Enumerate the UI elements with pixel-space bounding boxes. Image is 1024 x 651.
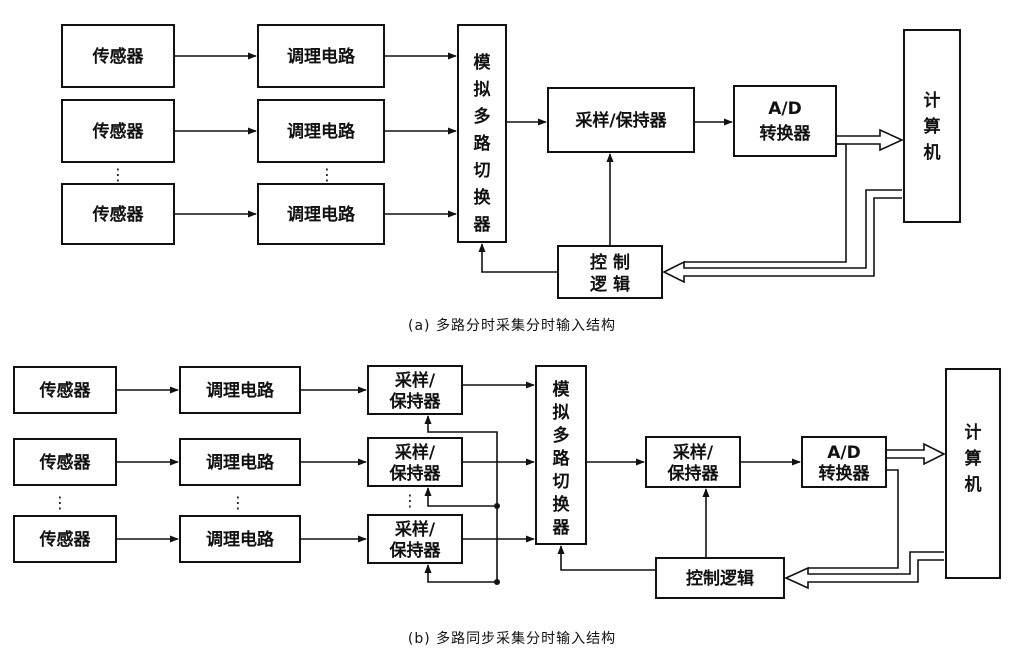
conditioner-a-3-label: 调理电路 <box>287 204 356 225</box>
junction-b-1 <box>494 503 500 509</box>
mux-b-char-6: 换 <box>553 494 571 515</box>
adc-b: A/D 转换器 <box>801 436 887 488</box>
computer-a: 计 算 机 <box>903 29 961 223</box>
computer-a-char-2: 算 <box>923 116 941 137</box>
control-logic-b: 控制逻辑 <box>655 557 785 599</box>
bus-arrow-a-computer-ctrl <box>662 189 902 284</box>
ctrl-line-b-sh2 <box>424 487 497 507</box>
sensor-b-3-label: 传感器 <box>39 529 92 550</box>
bus-arrow-b-adc-computer <box>886 442 946 466</box>
conditioner-b-2: 调理电路 <box>179 438 301 486</box>
ellipsis-b-conditioner: ⋮ <box>230 493 246 512</box>
control-logic-a: 控 制 逻 辑 <box>557 245 663 299</box>
adc-a: A/D 转换器 <box>733 85 837 157</box>
arrow-a-ctrl-mux <box>478 243 558 273</box>
ctrl-line-b-sh3 <box>424 564 497 583</box>
conditioner-a-3: 调理电路 <box>257 183 385 245</box>
bus-arrow-a-adc-computer <box>836 128 904 152</box>
mux-a-char-4: 路 <box>474 133 492 154</box>
sensor-a-3: 传感器 <box>61 183 175 245</box>
computer-b-char-2: 算 <box>964 448 982 469</box>
mux-a-char-1: 模 <box>474 52 492 73</box>
mux-a: 模 拟 多 路 切 换 器 <box>457 24 507 243</box>
sample-hold-b-2-line1: 采样/ <box>394 442 436 463</box>
conditioner-b-1-label: 调理电路 <box>206 380 275 401</box>
mux-b-char-7: 器 <box>552 518 571 538</box>
conditioner-a-1-label: 调理电路 <box>287 46 356 67</box>
ellipsis-a-sensor: ⋮ <box>110 165 126 184</box>
sensor-b-1: 传感器 <box>13 366 117 414</box>
diagram-b: 传感器 传感器 传感器 ⋮ 调理电路 调理电路 调理电路 ⋮ <box>13 365 1001 647</box>
conditioner-b-2-label: 调理电路 <box>206 452 275 473</box>
computer-a-char-1: 计 <box>924 90 941 111</box>
sample-hold-b-3-line2: 保持器 <box>389 540 442 561</box>
adc-b-line1: A/D <box>827 443 860 463</box>
control-logic-a-line1: 控 制 <box>590 252 630 273</box>
mux-a-char-2: 拟 <box>474 79 491 100</box>
ellipsis-b-sensor: ⋮ <box>52 493 68 512</box>
line-a-adc-status <box>684 143 847 263</box>
caption-b: (b) 多路同步采集分时输入结构 <box>408 630 616 647</box>
diagram-a: 传感器 传感器 传感器 ⋮ 调理电路 调理电路 调理电路 ⋮ <box>61 24 961 334</box>
caption-a: (a) 多路分时采集分时输入结构 <box>408 317 616 334</box>
computer-b: 计 算 机 <box>945 368 1001 579</box>
adc-a-line2: 转换器 <box>760 123 812 144</box>
mux-a-char-3: 多 <box>474 106 491 127</box>
mux-a-char-6: 换 <box>474 187 492 208</box>
sensor-b-3: 传感器 <box>13 515 117 563</box>
sensor-a-1-label: 传感器 <box>92 46 145 67</box>
line-b-adc-status <box>808 469 899 569</box>
adc-a-line1: A/D <box>768 99 801 119</box>
junction-b-2 <box>494 579 500 585</box>
conditioner-b-3: 调理电路 <box>179 515 301 563</box>
conditioner-b-1: 调理电路 <box>179 366 301 414</box>
mux-b-char-5: 切 <box>553 472 570 492</box>
computer-a-char-3: 机 <box>924 142 941 163</box>
sensor-a-2-label: 传感器 <box>92 121 145 142</box>
sensor-b-2-label: 传感器 <box>39 452 92 473</box>
mux-a-char-5: 切 <box>474 161 491 181</box>
sample-hold-b-main-line2: 保持器 <box>667 463 720 484</box>
sensor-a-1: 传感器 <box>61 24 175 88</box>
mux-b-char-3: 多 <box>553 425 570 446</box>
sensor-b-2: 传感器 <box>13 438 117 486</box>
sample-hold-b-2: 采样/ 保持器 <box>367 437 463 487</box>
adc-b-line2: 转换器 <box>819 463 871 484</box>
conditioner-a-2-label: 调理电路 <box>287 121 356 142</box>
conditioner-a-2: 调理电路 <box>257 99 385 163</box>
mux-b-char-4: 路 <box>553 448 571 469</box>
conditioner-a-1: 调理电路 <box>257 24 385 88</box>
bus-arrow-b-computer-ctrl <box>784 551 944 590</box>
mux-b-char-1: 模 <box>553 379 571 400</box>
sample-hold-b-1-line1: 采样/ <box>394 370 436 391</box>
sample-hold-b-main-line1: 采样/ <box>672 442 714 463</box>
sample-hold-a: 采样/保持器 <box>547 87 695 153</box>
control-logic-b-label: 控制逻辑 <box>686 568 754 589</box>
control-logic-a-line2: 逻 辑 <box>590 274 630 295</box>
mux-b: 模 拟 多 路 切 换 器 <box>535 365 587 545</box>
computer-b-char-1: 计 <box>965 422 982 443</box>
sample-hold-b-2-line2: 保持器 <box>389 463 442 484</box>
sample-hold-b-3-line1: 采样/ <box>394 519 436 540</box>
ellipsis-a-conditioner: ⋮ <box>319 165 335 184</box>
sample-hold-b-3: 采样/ 保持器 <box>367 514 463 564</box>
sample-hold-b-main: 采样/ 保持器 <box>645 436 741 488</box>
arrow-b-ctrl-mux <box>557 545 656 571</box>
ellipsis-b-sh: ⋮ <box>402 491 418 510</box>
conditioner-b-3-label: 调理电路 <box>206 529 275 550</box>
sample-hold-a-label: 采样/保持器 <box>574 110 667 131</box>
computer-b-char-3: 机 <box>965 474 982 495</box>
sample-hold-b-1: 采样/ 保持器 <box>367 365 463 415</box>
sensor-a-2: 传感器 <box>61 99 175 163</box>
sensor-b-1-label: 传感器 <box>39 380 92 401</box>
mux-a-char-7: 器 <box>473 215 492 235</box>
sample-hold-b-1-line2: 保持器 <box>389 391 442 412</box>
mux-b-char-2: 拟 <box>553 402 570 423</box>
sensor-a-3-label: 传感器 <box>92 204 145 225</box>
